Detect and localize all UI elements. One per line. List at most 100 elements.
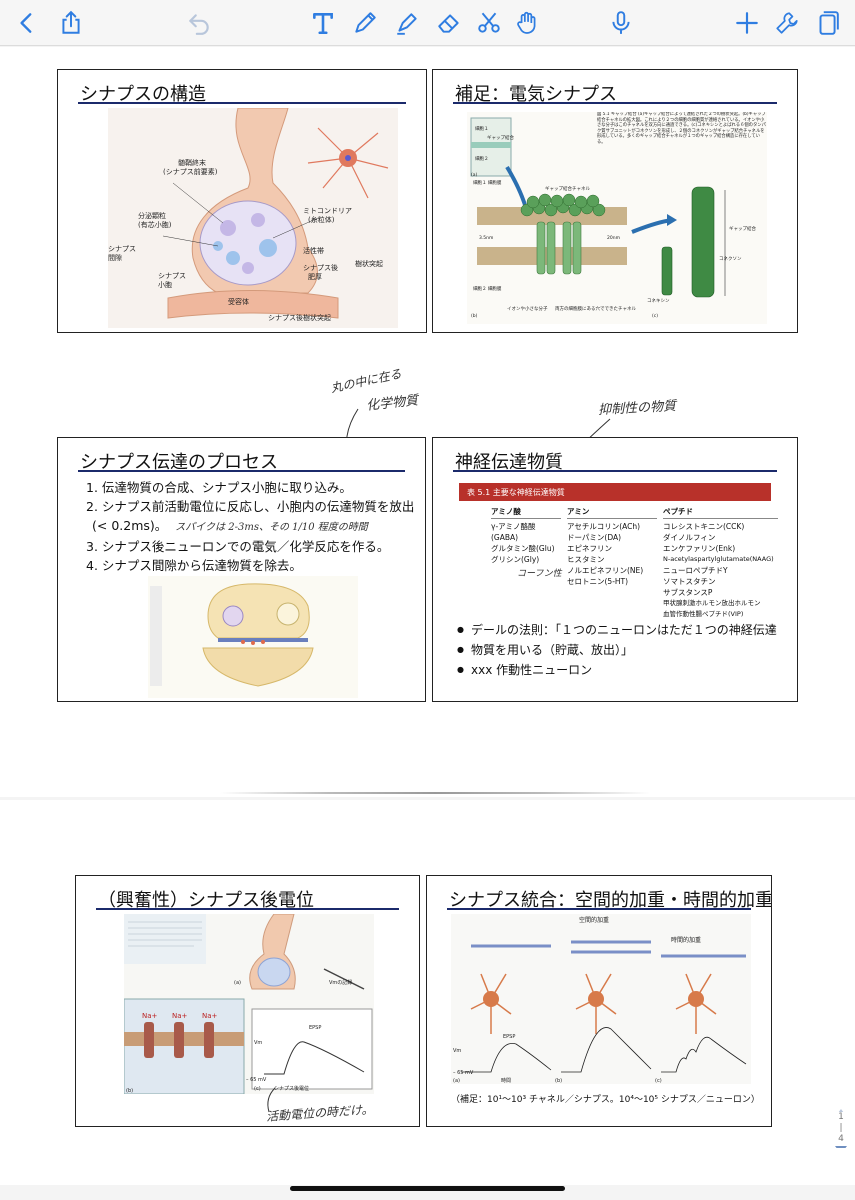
neurotransmitter-notes: デールの法則：「１つのニューロンはただ１つの神経伝達 物質を用いる（貯蔵、放出）… xyxy=(457,620,777,680)
wrench-icon[interactable] xyxy=(770,6,804,40)
slide-electrical-synapse: 補足：電気シナプス 図 5.1 ギャップ結合 (a)ギャップ結合によって連結され… xyxy=(432,69,798,333)
table-title-banner: 表 5.1 主要な神経伝達物質 xyxy=(459,483,771,501)
undo-icon[interactable] xyxy=(182,6,216,40)
table-cell: ダイノルフィン xyxy=(663,533,716,542)
process-step-text: (< 0.2ms)。 xyxy=(92,518,168,533)
eraser-icon[interactable] xyxy=(432,6,466,40)
handwritten-table-note: コーフン性 xyxy=(517,569,562,579)
page-scroller[interactable]: 1 | 4 xyxy=(833,1108,849,1148)
table-cell: セロトニン(5-HT) xyxy=(567,577,629,586)
table-cell: エンケファリン(Enk) xyxy=(663,544,736,553)
fig-label: 細胞１ xyxy=(475,125,489,132)
graph-label: EPSP xyxy=(503,1034,515,1040)
graph-label: 時間 xyxy=(501,1078,511,1084)
handwritten-note-4: 活動電位の時だけ。 xyxy=(265,1102,374,1124)
table-cell: グリシン(Gly) xyxy=(491,555,540,564)
slide-synapse-structure: シナプスの構造 髄鞘終末 (シナプス前要素) 分泌顆粒 xyxy=(57,69,427,333)
fig-label: 樹状突起 xyxy=(355,259,383,268)
fig-label: (有芯小胞) xyxy=(138,220,172,229)
table-column-amines: アミン アセチルコリン(ACh) ドーパミン(DA) エピネフリン ヒスタミン … xyxy=(567,506,657,587)
fig-label: コネクソン xyxy=(719,256,742,262)
fig-label: (c) xyxy=(254,1086,261,1092)
fig-label: シナプス xyxy=(158,272,186,280)
bullet-item: xxx 作動性ニューロン xyxy=(457,660,777,680)
back-icon[interactable] xyxy=(10,6,44,40)
handwritten-note-2: 化学物質 xyxy=(365,393,419,414)
fig-label: 分泌顆粒 xyxy=(138,211,166,220)
handwritten-inline-note: スパイクは 2-3ms、その 1/10 程度の時間 xyxy=(175,522,368,533)
fig-label: 細胞２ xyxy=(475,155,489,162)
fig-label: 小胞 xyxy=(158,280,172,289)
table-cell: サブスタンスP xyxy=(663,588,713,597)
fig-label: ギャップ結合 xyxy=(487,134,514,141)
table-column-amino-acids: アミノ酸 γ-アミノ酪酸(GABA) グルタミン酸(Glu) グリシン(Gly) xyxy=(491,506,561,565)
add-icon[interactable] xyxy=(730,6,764,40)
fig-label: 受容体 xyxy=(228,297,249,306)
scissors-icon[interactable] xyxy=(472,6,506,40)
scroll-up-icon[interactable] xyxy=(834,1108,848,1112)
table-cell: コレシストキニン(CCK) xyxy=(663,522,745,531)
table-header: アミノ酸 xyxy=(491,506,561,519)
table-column-peptides: ペプチド コレシストキニン(CCK) ダイノルフィン エンケファリン(Enk) … xyxy=(663,506,778,620)
highlighter-icon[interactable] xyxy=(390,6,424,40)
slide-title: シナプス伝達のプロセス xyxy=(80,452,278,473)
fig-label: ミトコンドリア xyxy=(303,207,352,215)
slide-neurotransmitters: 神経伝達物質 表 5.1 主要な神経伝達物質 アミノ酸 γ-アミノ酪酸(GABA… xyxy=(432,437,798,702)
microphone-icon[interactable] xyxy=(604,6,638,40)
slide-title: シナプスの構造 xyxy=(80,84,206,105)
table-cell: N-acetylaspartylglutamate(NAAG) xyxy=(663,555,774,563)
graph-label: Vm xyxy=(453,1048,461,1054)
bullet-item-text: 物質を用いる（貯蔵、放出）」 xyxy=(471,643,634,657)
epsp-figure: Na+ Na+ Na+ EPSP Vm – 65 mV シナプス後電位 Vmの記… xyxy=(124,914,374,1094)
fig-label: (c) xyxy=(652,313,658,319)
page-divider xyxy=(220,792,650,794)
panel-title: 空間的加重 xyxy=(579,916,609,924)
fig-label: (シナプス前要素) xyxy=(163,167,218,176)
slide-title: シナプス統合：空間的加重・時間的加重 xyxy=(449,890,772,911)
fig-label: Na+ xyxy=(202,1012,218,1020)
annotation-curve-3 xyxy=(267,1087,276,1113)
fig-label: Na+ xyxy=(142,1012,158,1020)
graph-label: (c) xyxy=(655,1078,662,1084)
pages-icon[interactable] xyxy=(810,6,844,40)
panel-title: 時間的加重 xyxy=(671,936,701,944)
fig-label: 両方の細胞膜にある穴でできたチャネル xyxy=(555,305,636,312)
fig-label: – 65 mV xyxy=(246,1077,267,1083)
process-step: 4. シナプス間隙から伝達物質を除去。 xyxy=(86,558,302,573)
fig-label: コネキシン xyxy=(647,298,670,304)
table-header: ペプチド xyxy=(663,506,778,519)
fig-label: (b) xyxy=(126,1088,133,1094)
table-cell: 甲状腺刺激ホルモン放出ホルモン xyxy=(663,599,761,607)
fig-label: シナプス後電位 xyxy=(274,1085,309,1092)
slide-title: 補足：電気シナプス xyxy=(455,84,617,105)
scroll-down-icon[interactable] xyxy=(834,1145,848,1149)
handwritten-note-3: 抑制性の物質 xyxy=(597,398,677,419)
table-header: アミン xyxy=(567,506,657,519)
fig-label: (a) xyxy=(234,980,241,986)
process-list: 1. 伝達物質の合成、シナプス小胞に取り込み。 2. シナプス前活動電位に反応し… xyxy=(86,478,414,575)
graph-label: (b) xyxy=(555,1078,562,1084)
table-cell: 血管作動性腸ペプチド(VIP) xyxy=(663,610,744,618)
bullet-item-cont: 物質を用いる（貯蔵、放出）」 xyxy=(457,640,777,660)
table-cell: ニューロペプチドY xyxy=(663,566,728,575)
table-cell: γ-アミノ酪酸(GABA) xyxy=(491,522,536,542)
summation-figure: 空間的加重 時間的加重 EPSP Vm – xyxy=(451,914,751,1084)
table-cell: ドーパミン(DA) xyxy=(567,533,622,542)
pen-icon[interactable] xyxy=(348,6,382,40)
fig-label: Na+ xyxy=(172,1012,188,1020)
document-page-1: シナプスの構造 髄鞘終末 (シナプス前要素) 分泌顆粒 xyxy=(0,47,855,797)
slide-postsynaptic-potential: （興奮性）シナプス後電位 Na+ Na+ Na+ xyxy=(75,875,420,1127)
synapse-process-figure xyxy=(148,576,358,698)
fig-label: 肥厚 xyxy=(308,273,322,281)
fig-label: 活性帯 xyxy=(303,246,324,255)
figure-caption: 図 5.1 ギャップ結合 (a)ギャップ結合によって連結された２つの樹状突起。(… xyxy=(597,112,766,145)
share-icon[interactable] xyxy=(54,6,88,40)
fig-label: EPSP xyxy=(309,1025,321,1031)
fig-label: Vmの記録 xyxy=(329,979,352,986)
graph-label: – 65 mV xyxy=(453,1070,474,1076)
hand-icon[interactable] xyxy=(510,6,544,40)
process-step: 2. シナプス前活動電位に反応し、小胞内の伝達物質を放出 xyxy=(86,499,415,514)
table-cell: ソマトスタチン xyxy=(663,577,716,586)
text-tool-icon[interactable] xyxy=(306,6,340,40)
fig-label: イオンや小さな分子 xyxy=(507,305,548,312)
